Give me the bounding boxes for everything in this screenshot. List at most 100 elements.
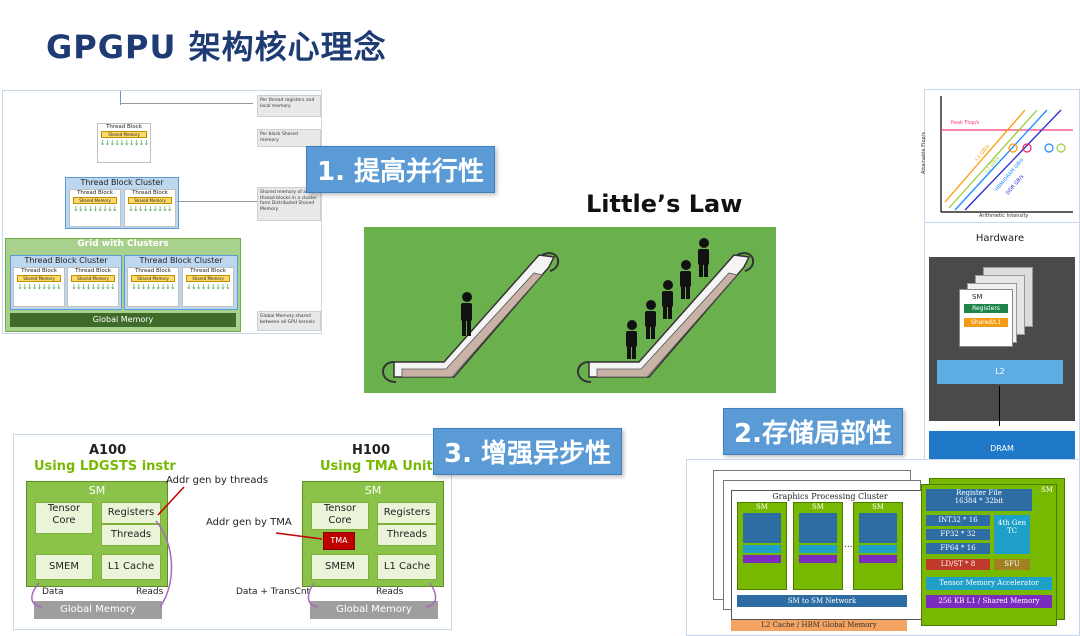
a100-sm: SM Tensor Core Registers Threads SMEM L1…	[26, 481, 168, 587]
top-arrow	[120, 91, 121, 105]
gpc-sm-2: SM	[793, 502, 843, 590]
gpc-sm-3: SM	[853, 502, 903, 590]
h100-data-transcnt-label: Data + TransCnt	[236, 587, 311, 597]
escalator-left	[382, 252, 560, 383]
a100-l1-cache: L1 Cache	[101, 554, 161, 580]
async-panel: A100 Using LDGSTS instr SM Tensor Core R…	[13, 434, 452, 630]
block-label: Thread Block	[190, 268, 226, 274]
escalator-svg	[382, 238, 755, 383]
top-line	[120, 103, 253, 104]
h100-title: H100	[352, 443, 391, 458]
thread-block: Thread Block Shared Memory ↓↓↓↓↓↓↓↓↓↓	[97, 123, 151, 163]
roofline-ylabel: Attainable Flop/s	[920, 132, 927, 174]
a100-subtitle: Using LDGSTS instr	[34, 459, 176, 474]
thread-arrows: ↓↓↓↓↓↓↓↓↓	[71, 283, 116, 291]
grid-with-clusters: Grid with Clusters Thread Block Cluster …	[5, 238, 241, 332]
cluster-label: Thread Block Cluster	[24, 256, 108, 265]
sm-label: SM	[756, 503, 768, 511]
callout-locality: 2.存储局部性	[723, 408, 903, 455]
addr-gen-tma: Addr gen by TMA	[206, 517, 292, 528]
sm-core-grid	[859, 513, 897, 543]
a100-global-memory: Global Memory	[34, 601, 162, 619]
a100-reads-label: Reads	[136, 587, 164, 597]
grid-block: Thread Block Shared Memory ↓↓↓↓↓↓↓↓↓	[13, 267, 65, 307]
shared-l1-box: Shared/L1	[964, 318, 1008, 327]
note-registers: Per thread registers and local memory	[257, 95, 321, 117]
grid-block: Thread Block Shared Memory ↓↓↓↓↓↓↓↓↓	[67, 267, 119, 307]
grid-block: Thread Block Shared Memory ↓↓↓↓↓↓↓↓↓	[182, 267, 234, 307]
cluster-block-1: Thread Block Shared Memory ↓↓↓↓↓↓↓↓↓	[69, 189, 121, 227]
tensor-memory-accelerator: Tensor Memory Accelerator	[926, 577, 1052, 590]
callout-asynchrony: 3. 增强异步性	[433, 428, 623, 475]
person-right-1	[626, 320, 637, 359]
h100-sm-label: SM	[364, 484, 382, 497]
cluster-block-label: Thread Block	[132, 190, 168, 196]
sm-label: SM	[872, 503, 884, 511]
grid-cluster-1: Thread Block Cluster Thread Block Shared…	[10, 255, 122, 310]
ldst-unit: LD/ST * 8	[926, 559, 990, 570]
l2-box: L2	[937, 360, 1063, 384]
shared-memory: Shared Memory	[128, 197, 172, 204]
a100-threads: Threads	[101, 524, 161, 546]
h100-arrows	[275, 532, 437, 608]
h100-global-memory: Global Memory	[310, 601, 438, 619]
cluster-block-label: Thread Block	[77, 190, 113, 196]
page-title: GPGPU 架构核心理念	[46, 28, 387, 66]
roofline-xlabel: Arithmetic Intensity	[979, 213, 1029, 219]
h100-registers: Registers	[377, 502, 437, 524]
shared-memory: Shared Memory	[71, 275, 115, 282]
person-left	[461, 292, 472, 336]
sm-detail-label: SM	[1041, 486, 1053, 494]
shared-memory: Shared Memory	[17, 275, 61, 282]
sm-detail: SM Register File 16384 * 32bit INT32 * 1…	[921, 484, 1057, 626]
int32-unit: INT32 * 16	[926, 515, 990, 526]
note-shared: Per block Shared memory	[257, 129, 321, 147]
gpc-ellipsis: ...	[844, 540, 853, 550]
gpc-title: Graphics Processing Cluster	[772, 492, 888, 501]
thread-block-cluster: Thread Block Cluster Thread Block Shared…	[65, 177, 179, 229]
h100-tensor-core: Tensor Core	[311, 502, 369, 530]
a100-title: A100	[89, 443, 127, 458]
a100-smem: SMEM	[35, 554, 93, 580]
callout-parallelism: 1. 提高并行性	[306, 146, 496, 193]
shared-memory: Shared Memory	[101, 131, 147, 138]
hardware-panel: Hardware SM Registers Shared/L1 L2 DRAM	[924, 222, 1080, 460]
gpc-sm-1: SM	[737, 502, 787, 590]
littles-law-title: Little’s Law	[586, 190, 743, 218]
roofline-peak-label: Peak Flop/s	[951, 120, 980, 126]
h100-smem: SMEM	[311, 554, 369, 580]
gpc-panel: Graphics Processing Cluster SM SM ... SM…	[686, 459, 1080, 636]
block-label: Thread Block	[75, 268, 111, 274]
person-right-2	[645, 300, 656, 339]
a100-arrows	[31, 486, 185, 608]
thread-arrows: ↓↓↓↓↓↓↓↓↓	[73, 205, 118, 213]
note-global: Global Memory shared between all GPU ker…	[257, 311, 321, 331]
thread-arrows: ↓↓↓↓↓↓↓↓↓	[17, 283, 62, 291]
sm-mem-bar	[743, 555, 781, 563]
thread-arrows: ↓↓↓↓↓↓↓↓↓	[131, 283, 176, 291]
grid-block: Thread Block Shared Memory ↓↓↓↓↓↓↓↓↓	[127, 267, 179, 307]
connector-line	[177, 201, 257, 202]
sm-mem-bar	[799, 555, 837, 563]
sm-network: SM to SM Network	[737, 595, 907, 607]
register-file-label: Register File	[956, 489, 1002, 497]
thread-arrows: ↓↓↓↓↓↓↓↓↓↓	[99, 139, 150, 147]
addr-gen-threads: Addr gen by threads	[166, 475, 269, 486]
sm-cache-bar	[799, 545, 837, 553]
person-right-3	[662, 280, 673, 319]
cluster-block-2: Thread Block Shared Memory ↓↓↓↓↓↓↓↓↓	[124, 189, 176, 227]
dram-box: DRAM	[929, 431, 1075, 459]
grid-label: Grid with Clusters	[77, 239, 169, 249]
block-label: Thread Block	[135, 268, 171, 274]
sm-label: SM	[812, 503, 824, 511]
register-file-size: 16384 * 32bit	[954, 497, 1004, 505]
registers-box: Registers	[964, 304, 1008, 313]
thread-arrows: ↓↓↓↓↓↓↓↓↓	[128, 205, 173, 213]
l1-shared-memory: 256 KB L1 / Shared Memory	[926, 595, 1052, 608]
tensor-core-4th-gen: 4th Gen TC	[994, 515, 1030, 554]
thread-arrows: ↓↓↓↓↓↓↓↓↓	[186, 283, 231, 291]
person-right-4	[680, 260, 691, 299]
l2-hbm-bar: L2 Cache / HBM Global Memory	[731, 620, 907, 631]
roofline-svg	[940, 96, 1073, 213]
a100-data-label: Data	[42, 587, 64, 597]
